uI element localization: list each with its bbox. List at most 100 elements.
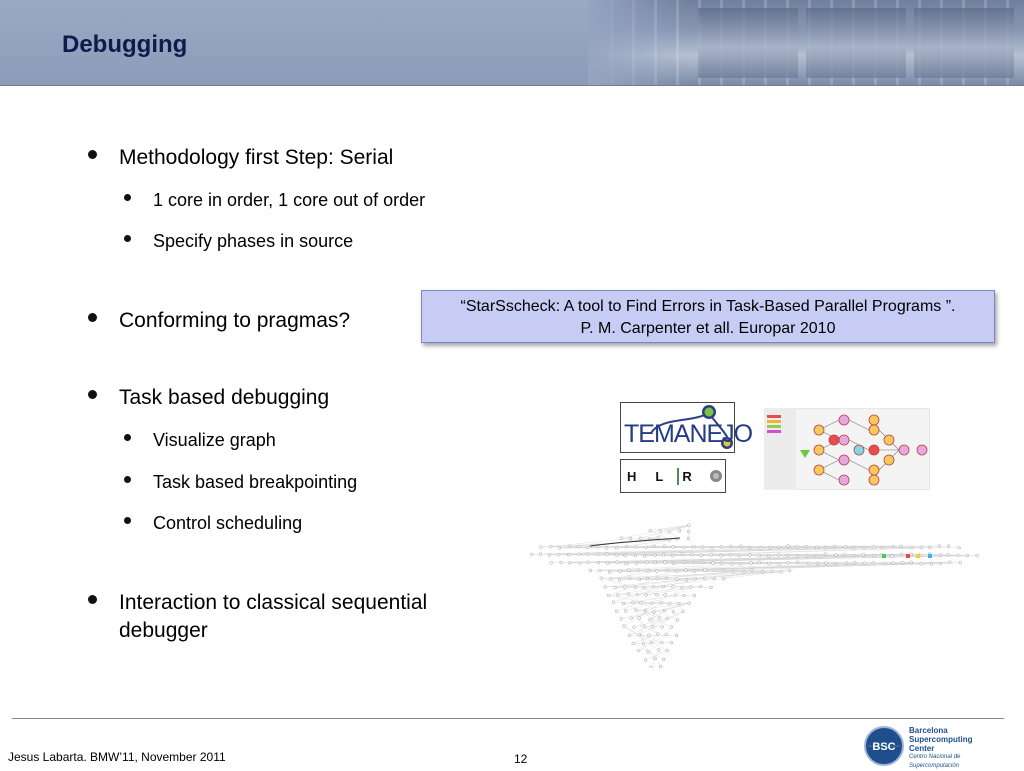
graph-node — [835, 554, 838, 557]
graph-node — [816, 562, 819, 565]
graph-node — [710, 546, 713, 549]
graph-node — [676, 619, 679, 622]
sub-bullet-item: Control scheduling — [124, 512, 302, 534]
graph-node — [682, 610, 685, 613]
graph-node — [777, 553, 780, 556]
graph-node — [637, 649, 640, 652]
graph-node — [578, 545, 581, 548]
graph-node — [653, 611, 656, 614]
graph-node — [892, 545, 895, 548]
graph-node — [660, 601, 663, 604]
graph-node — [645, 561, 648, 564]
graph-node — [701, 561, 704, 564]
large-dependency-graph — [520, 518, 1000, 668]
graph-node — [615, 546, 618, 549]
bullet-dot-icon — [88, 595, 97, 604]
graph-node — [606, 562, 609, 565]
graph-node — [578, 553, 581, 556]
graph-node — [976, 554, 979, 557]
graph-node — [632, 642, 635, 645]
graph-node — [815, 546, 818, 549]
graph-node — [638, 617, 641, 620]
graph-node — [824, 553, 827, 556]
graph-node — [615, 610, 618, 613]
graph-node — [710, 553, 713, 556]
graph-node — [911, 546, 914, 549]
graph-node — [758, 554, 761, 557]
bullet-text: Specify phases in source — [153, 230, 353, 252]
graph-node — [675, 634, 678, 637]
graph-node — [666, 569, 669, 572]
graph-node — [768, 546, 771, 549]
graph-node — [627, 593, 630, 596]
graph-node — [631, 601, 634, 604]
page-number: 12 — [514, 752, 527, 766]
graph-node — [805, 555, 808, 558]
graph-node — [649, 618, 652, 621]
graph-node — [615, 553, 618, 556]
graph-node — [640, 601, 643, 604]
footer-divider — [12, 718, 1004, 719]
graph-node — [704, 569, 707, 572]
graph-edge — [644, 626, 658, 634]
bsc-name-line: Center — [909, 744, 1012, 753]
graph-node — [598, 569, 601, 572]
graph-node — [647, 569, 650, 572]
graph-node — [660, 641, 663, 644]
graph-node — [833, 545, 836, 548]
graph-node — [767, 562, 770, 565]
graph-node — [929, 546, 932, 549]
graph-edge — [624, 603, 661, 626]
graph-node — [722, 577, 725, 580]
graph-node — [956, 554, 959, 557]
graph-node — [748, 546, 751, 549]
graph-node — [560, 561, 563, 564]
graph-node — [650, 602, 653, 605]
bullet-dot-icon — [88, 150, 97, 159]
graph-node — [688, 602, 691, 605]
graph-node — [778, 563, 781, 566]
graph-node — [608, 571, 611, 574]
graph-node — [656, 570, 659, 573]
graph-node — [638, 578, 641, 581]
graph-node — [853, 554, 856, 557]
graph-node — [666, 617, 669, 620]
graph-node — [959, 561, 962, 564]
graph-node — [659, 530, 662, 533]
graph-node — [910, 561, 913, 564]
graph-node — [767, 555, 770, 558]
graph-node — [671, 585, 674, 588]
graph-node — [624, 554, 627, 557]
graph-node — [844, 545, 847, 548]
graph-node — [731, 562, 734, 565]
graph-node — [930, 562, 933, 565]
graph-node — [614, 586, 617, 589]
graph-node — [920, 546, 923, 549]
temanejo-logo: TEMANEJO — [620, 402, 735, 453]
graph-node — [750, 561, 753, 564]
graph-node — [663, 561, 666, 564]
graph-node — [685, 569, 688, 572]
graph-node — [920, 562, 923, 565]
graph-node — [642, 586, 645, 589]
graph-node — [549, 545, 552, 548]
bsc-subtitle: Centro Nacional de Supercomputación — [909, 753, 1012, 771]
graph-node — [739, 562, 742, 565]
graph-node — [872, 546, 875, 549]
graph-node — [677, 602, 680, 605]
graph-node — [628, 569, 631, 572]
graph-node — [661, 626, 664, 629]
slide-title: Debugging — [62, 31, 187, 59]
graph-node — [703, 577, 706, 580]
hlrs-mark-icon — [621, 460, 725, 492]
graph-node — [693, 594, 696, 597]
hlrs-logo: HLRS — [620, 459, 726, 493]
graph-node — [654, 561, 657, 564]
bullet-item: Task based debugging — [88, 384, 499, 412]
bullet-text: Interaction to classical sequential debu… — [119, 589, 489, 645]
graph-node — [852, 547, 855, 550]
graph-node — [644, 609, 647, 612]
bullet-text: Task based breakpointing — [153, 471, 357, 493]
graph-node — [750, 569, 753, 572]
photo-panel — [806, 8, 906, 78]
